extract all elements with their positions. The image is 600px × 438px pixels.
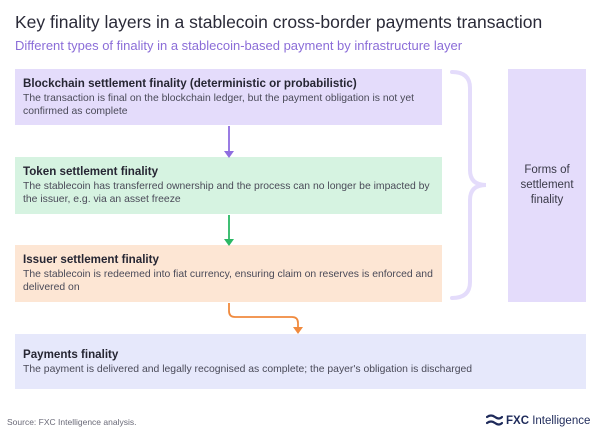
source-note: Source: FXC Intelligence analysis. — [7, 417, 137, 427]
layer-description: The transaction is final on the blockcha… — [23, 93, 415, 117]
layer-description: The payment is delivered and legally rec… — [23, 364, 473, 375]
layer-title: Blockchain settlement finality (determin… — [23, 77, 357, 90]
curly-brace-icon — [450, 70, 487, 300]
arrow-issuer-to-payments — [228, 303, 303, 334]
layer-description: The stablecoin has transferred ownership… — [23, 181, 430, 205]
fxc-logo-text: FXC Intelligence — [506, 414, 591, 427]
layer-blockchain-settlement: Blockchain settlement finality (determin… — [15, 69, 442, 125]
layer-description: The stablecoin is redeemed into fiat cur… — [23, 269, 433, 293]
layer-title: Token settlement finality — [23, 165, 159, 178]
arrow-blockchain-to-token — [224, 126, 234, 158]
layer-title: Payments finality — [23, 348, 119, 361]
side-panel-label: Forms of settlement finality — [520, 164, 574, 206]
layer-issuer-settlement: Issuer settlement finality The stablecoi… — [15, 245, 442, 302]
forms-of-finality-panel: Forms of settlement finality — [508, 69, 586, 302]
page-title: Key finality layers in a stablecoin cros… — [15, 12, 543, 32]
layer-title: Issuer settlement finality — [23, 253, 159, 266]
page-subtitle: Different types of finality in a stablec… — [15, 38, 463, 53]
fxc-logo: FXC Intelligence — [486, 413, 590, 428]
layer-token-settlement: Token settlement finality The stablecoin… — [15, 157, 442, 214]
arrow-token-to-issuer — [224, 215, 234, 246]
fxc-logo-icon — [486, 414, 503, 426]
layer-payments-finality: Payments finality The payment is deliver… — [15, 334, 586, 389]
